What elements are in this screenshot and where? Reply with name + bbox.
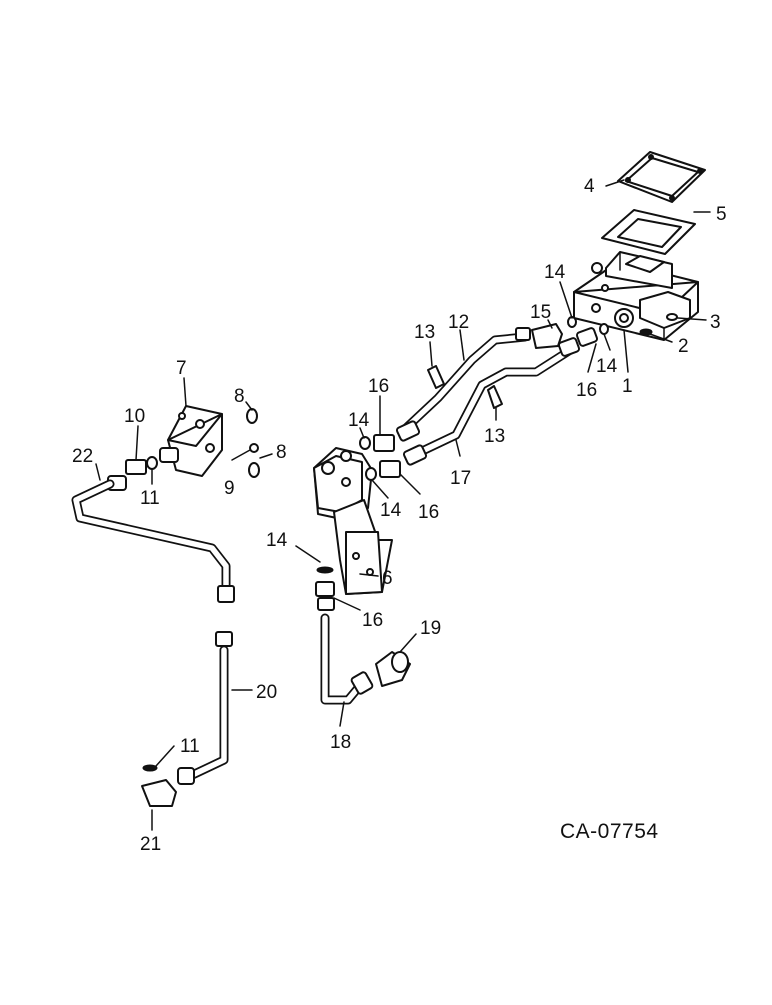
callout-6: 6 <box>382 568 393 589</box>
callout-16c: 16 <box>418 502 439 523</box>
lower-tube-assembly <box>315 566 411 705</box>
callout-20: 20 <box>256 682 277 703</box>
callout-22: 22 <box>72 446 93 467</box>
callout-14c: 14 <box>348 410 370 431</box>
lower-left-tube <box>141 631 233 807</box>
callout-4: 4 <box>584 176 595 197</box>
cover-plate <box>617 151 706 203</box>
callout-labels: 1 2 3 4 5 6 7 8 8 9 10 11 11 12 13 13 14… <box>72 176 727 855</box>
callout-8b: 8 <box>276 442 287 463</box>
bracket-fittings <box>359 434 401 481</box>
callout-16a: 16 <box>368 376 389 397</box>
callout-8a: 8 <box>234 386 245 407</box>
callout-11b: 11 <box>180 736 200 757</box>
callout-21: 21 <box>140 834 161 855</box>
tube-nuts <box>395 327 599 466</box>
callout-17: 17 <box>450 468 471 489</box>
left-tube <box>71 479 235 603</box>
fittings-left <box>107 456 158 491</box>
callout-2: 2 <box>678 336 689 357</box>
callout-15: 15 <box>530 302 551 323</box>
callout-18: 18 <box>330 732 351 753</box>
callout-10: 10 <box>124 406 145 427</box>
callout-7: 7 <box>176 358 187 379</box>
callout-14d: 14 <box>380 500 402 521</box>
callout-13a: 13 <box>414 322 435 343</box>
callout-11a: 11 <box>140 488 160 509</box>
callout-1: 1 <box>622 376 633 397</box>
upper-tubes <box>401 332 577 459</box>
callout-3: 3 <box>710 312 721 333</box>
callout-19: 19 <box>420 618 441 639</box>
callout-14b: 14 <box>596 356 618 377</box>
callout-16d: 16 <box>362 610 383 631</box>
leader-lines <box>95 179 711 831</box>
tube-clips <box>427 365 503 409</box>
valve-body <box>573 251 699 341</box>
callout-9: 9 <box>224 478 235 499</box>
callout-12: 12 <box>448 312 469 333</box>
remote-valve <box>159 405 260 478</box>
callout-13b: 13 <box>484 426 505 447</box>
callout-14e: 14 <box>266 530 288 551</box>
callout-5: 5 <box>716 204 727 225</box>
callout-16b: 16 <box>576 380 597 401</box>
callout-14a: 14 <box>544 262 566 283</box>
elbow-fitting <box>515 323 563 349</box>
control-valve-bracket <box>313 447 393 595</box>
drawing-reference-code: CA-07754 <box>560 820 659 843</box>
gasket <box>601 209 696 255</box>
